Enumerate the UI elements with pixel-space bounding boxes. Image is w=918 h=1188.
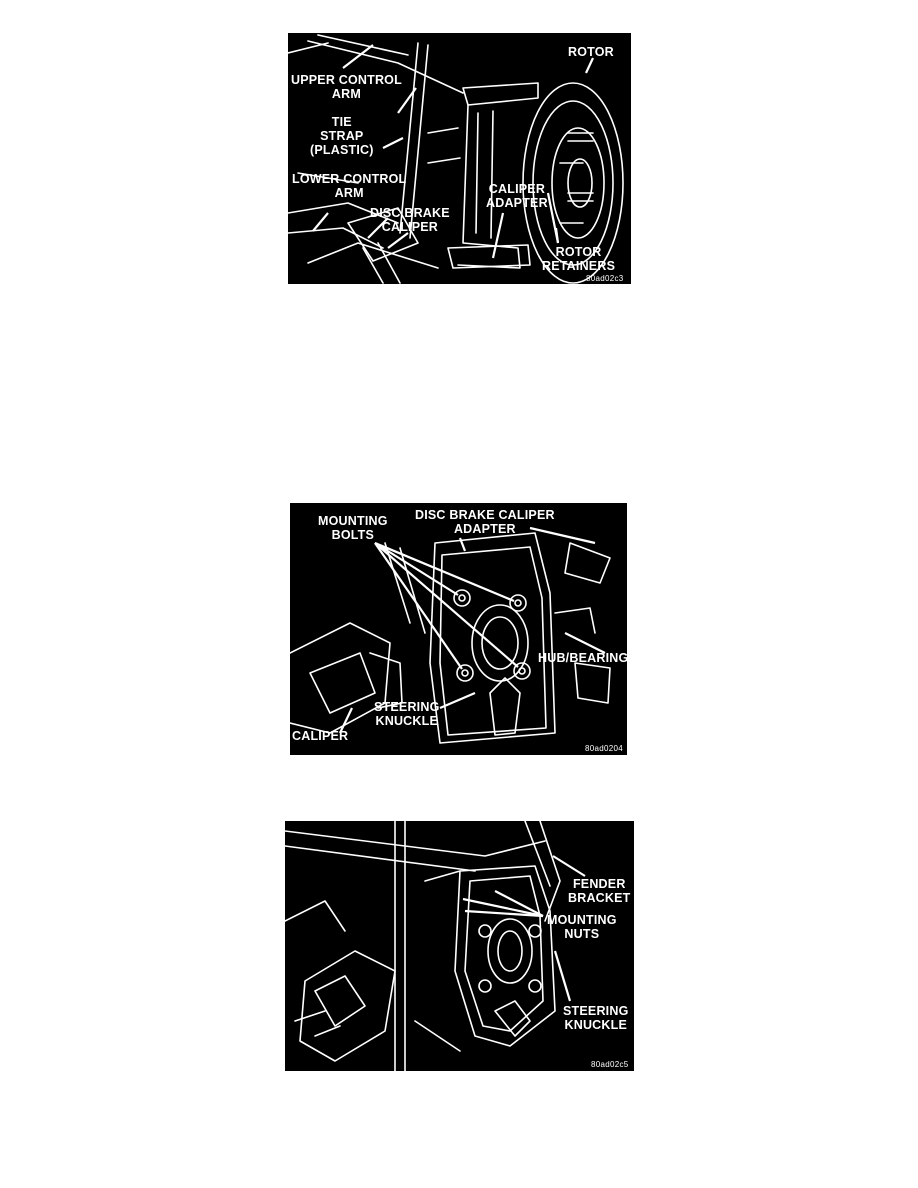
label-disc-brake-caliper-adapter: DISC BRAKE CALIPER ADAPTER — [415, 508, 555, 536]
label-disc-brake-caliper: DISC BRAKE CALIPER — [370, 206, 450, 234]
figure-code: 80ad02c5 — [591, 1060, 629, 1069]
label-hub-bearing: HUB/BEARING — [538, 651, 627, 665]
caliper-adapter-illustration — [290, 526, 611, 744]
label-rotor: ROTOR — [568, 45, 614, 59]
label-caliper: CALIPER — [292, 729, 349, 743]
label-steering-knuckle: STEERING KNUCKLE — [374, 700, 440, 728]
label-caliper-adapter: CALIPER ADAPTER — [486, 182, 548, 210]
label-tie-strap: TIE STRAP (PLASTIC) — [310, 115, 374, 157]
figure-rotor-removal: ROTOR UPPER CONTROL ARM TIE STRAP (PLAST… — [288, 33, 631, 284]
figure-steering-knuckle-removal: FENDER BRACKET MOUNTING NUTS STEERING KN… — [285, 821, 634, 1071]
label-rotor-retainers: ROTOR RETAINERS — [542, 245, 616, 273]
label-lower-control-arm: LOWER CONTROL ARM — [292, 172, 407, 200]
steering-knuckle-illustration — [285, 821, 586, 1071]
label-mounting-nuts: MOUNTING NUTS — [547, 913, 617, 941]
rotor-caliper-illustration — [288, 34, 624, 284]
label-fender-bracket: FENDER BRACKET — [568, 877, 631, 905]
label-steering-knuckle: STEERING KNUCKLE — [563, 1004, 629, 1032]
figure-code: 80ad02c3 — [586, 274, 624, 283]
label-mounting-bolts: MOUNTING BOLTS — [318, 514, 388, 542]
figure-caliper-adapter-mounting: MOUNTING BOLTS DISC BRAKE CALIPER ADAPTE… — [290, 503, 627, 755]
figure-code: 80ad0204 — [585, 744, 623, 753]
label-upper-control-arm: UPPER CONTROL ARM — [291, 73, 402, 101]
